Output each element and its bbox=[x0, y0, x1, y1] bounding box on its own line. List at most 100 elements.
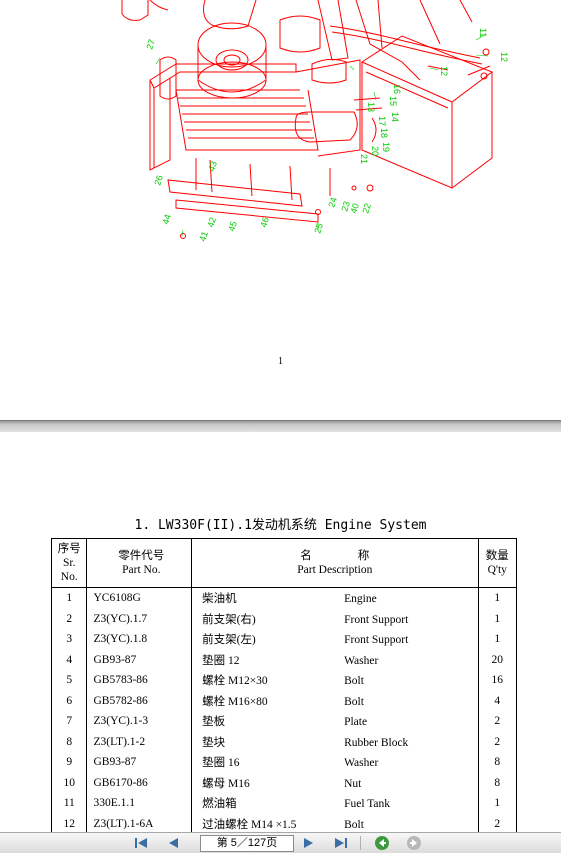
callout-label: 15 bbox=[388, 96, 398, 106]
header-label: Part Description bbox=[297, 564, 373, 576]
cell-name-en: Bolt bbox=[344, 818, 364, 831]
forward-button[interactable] bbox=[404, 835, 424, 851]
callout-label: 40 bbox=[348, 202, 361, 215]
page-indicator[interactable]: 第 5／127页 bbox=[200, 835, 294, 852]
page-separator: ／ bbox=[236, 837, 248, 849]
cell-name-en: Washer bbox=[344, 654, 379, 667]
cell-part-no: GB5782-86 bbox=[86, 690, 193, 711]
header-part-no: 零件代号 Part No. bbox=[86, 538, 193, 588]
cell-sr-no: 11 bbox=[50, 793, 88, 814]
next-page-button[interactable] bbox=[298, 835, 318, 851]
prev-page-icon bbox=[169, 838, 178, 848]
forward-icon bbox=[407, 836, 421, 850]
callout-label: 17 bbox=[377, 116, 387, 126]
header-label: 数量 bbox=[485, 550, 509, 562]
cell-name-zh: 前支架(左) bbox=[202, 634, 256, 647]
cell-sr-no: 12 bbox=[50, 813, 88, 832]
header-part-description: 名 称 Part Description bbox=[191, 538, 479, 588]
cell-qty: 1 bbox=[477, 793, 518, 814]
cell-qty: 8 bbox=[477, 752, 518, 773]
page-prefix: 第 bbox=[216, 837, 228, 849]
callout-label: 21 bbox=[359, 154, 369, 164]
cell-name-zh: 垫块 bbox=[202, 736, 226, 749]
cell-name-en: Nut bbox=[344, 777, 362, 790]
callout-label: 12 bbox=[439, 66, 449, 76]
cell-part-no: Z3(YC).1.8 bbox=[86, 629, 193, 650]
cell-sr-no: 2 bbox=[50, 608, 88, 629]
toolbar-divider bbox=[360, 836, 361, 850]
current-page: 5 bbox=[230, 837, 237, 849]
cell-sr-no: 9 bbox=[50, 752, 88, 773]
cell-part-no: GB5783-86 bbox=[86, 670, 193, 691]
cell-name-en: Front Support bbox=[344, 613, 409, 626]
cell-name-zh: 柴油机 bbox=[202, 593, 237, 606]
cell-qty: 1 bbox=[477, 629, 518, 650]
first-page-button[interactable] bbox=[132, 835, 152, 851]
cell-name-zh: 垫圈 12 bbox=[202, 654, 240, 667]
pdf-page-parts-list: 1. LW330F(II).1发动机系统 Engine System 序号 Sr… bbox=[0, 432, 561, 832]
cell-name-zh: 过油螺栓 M14 ×1.5 bbox=[202, 818, 297, 831]
cell-part-no: Z3(LT).1-2 bbox=[86, 731, 193, 752]
last-page-button[interactable] bbox=[330, 835, 350, 851]
header-label: 名 称 bbox=[300, 550, 370, 562]
callout-label: 25 bbox=[312, 222, 325, 235]
header-label: 零件代号 bbox=[118, 550, 165, 562]
cell-sr-no: 5 bbox=[50, 670, 88, 691]
cell-qty: 1 bbox=[477, 587, 518, 609]
header-label: 序号 bbox=[57, 543, 81, 555]
next-page-icon bbox=[304, 838, 313, 848]
callout-label: 12 bbox=[499, 52, 509, 62]
cell-name-zh: 螺栓 M16×80 bbox=[202, 695, 268, 708]
cell-part-no: Z3(YC).1.7 bbox=[86, 608, 193, 629]
callout-label: 26 bbox=[152, 174, 165, 187]
callout-label: 24 bbox=[326, 196, 339, 209]
prev-page-button[interactable] bbox=[164, 835, 184, 851]
pdf-viewer-toolbar: 第 5／127页 bbox=[0, 832, 561, 853]
callout-label: 22 bbox=[360, 202, 373, 215]
header-label: Q'ty bbox=[487, 564, 507, 576]
cell-qty: 2 bbox=[477, 711, 518, 732]
cell-sr-no: 6 bbox=[50, 690, 88, 711]
header-label: Part No. bbox=[122, 564, 161, 576]
cell-name-en: Washer bbox=[344, 757, 379, 770]
engine-exploded-drawing: 27 11 12 12 16 13 15 14 17 18 19 20 21 2… bbox=[121, 0, 509, 243]
header-label: No. bbox=[60, 571, 78, 583]
cell-part-no: YC6108G bbox=[86, 587, 193, 609]
cell-name-zh: 螺栓 M12×30 bbox=[202, 675, 268, 688]
callout-label: 19 bbox=[381, 142, 391, 152]
cell-qty: 4 bbox=[477, 690, 518, 711]
cell-description: 过油螺栓 M14 ×1.5 Bolt bbox=[191, 813, 479, 832]
callout-label: 41 bbox=[197, 230, 210, 243]
page-suffix: 页 bbox=[266, 837, 278, 849]
cell-name-zh: 垫圈 16 bbox=[202, 757, 240, 770]
cell-name-zh: 前支架(右) bbox=[202, 613, 256, 626]
cell-part-no: Z3(LT).1-6A bbox=[86, 813, 193, 832]
cell-description: 前支架(右) Front Support bbox=[191, 608, 479, 629]
callout-label: 23 bbox=[339, 200, 352, 213]
cell-name-en: Bolt bbox=[344, 695, 364, 708]
callout-label: 43 bbox=[206, 160, 219, 173]
callout-label: 46 bbox=[258, 216, 271, 229]
cell-name-en: Plate bbox=[344, 716, 368, 729]
parts-table: 序号 Sr. No. 零件代号 Part No. 名 称 Part Descri… bbox=[50, 538, 518, 832]
cell-qty: 20 bbox=[477, 649, 518, 670]
first-page-icon bbox=[135, 838, 147, 848]
back-button[interactable] bbox=[372, 835, 392, 851]
section-title: 1. LW330F(II).1发动机系统 Engine System bbox=[134, 518, 427, 533]
table-header-row: 序号 Sr. No. 零件代号 Part No. 名 称 Part Descri… bbox=[50, 538, 518, 588]
callout-label: 44 bbox=[160, 213, 173, 226]
cell-sr-no: 10 bbox=[50, 772, 88, 793]
cell-sr-no: 7 bbox=[50, 711, 88, 732]
callout-label: 45 bbox=[226, 220, 239, 233]
